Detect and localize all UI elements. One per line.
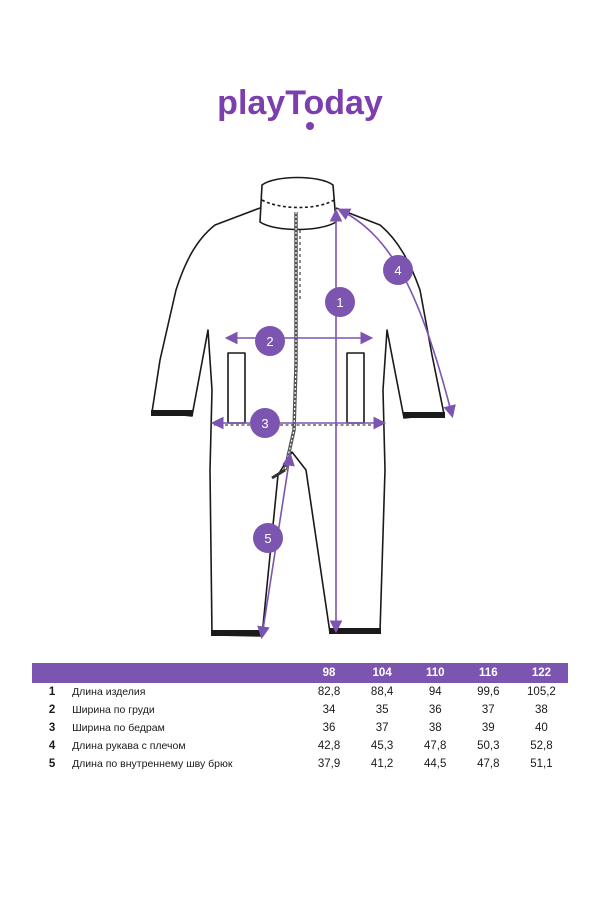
row-name: Ширина по бедрам <box>72 722 165 734</box>
row-value: 45,3 <box>370 740 394 752</box>
row-value: 37 <box>481 704 495 716</box>
header-size: 98 <box>302 663 356 683</box>
brand-logo: playToday <box>0 78 600 138</box>
header-size: 104 <box>355 663 409 683</box>
row-value: 88,4 <box>370 686 394 698</box>
row-number: 2 <box>48 704 56 716</box>
pocket-left <box>227 352 246 424</box>
brand-logo-dot <box>306 122 314 130</box>
jumpsuit-outline <box>151 176 445 637</box>
pocket-right <box>346 352 365 424</box>
table-row: 5 Длина по внутреннему шву брюк 37,9 41,… <box>32 755 568 773</box>
row-name: Длина изделия <box>72 686 146 698</box>
row-value: 99,6 <box>477 686 500 698</box>
marker-2: 2 <box>255 326 285 356</box>
measure-line-4 <box>337 208 456 419</box>
cuff-leg-left <box>211 630 263 636</box>
marker-3: 3 <box>250 408 280 438</box>
brand-logo-text: playToday <box>217 84 383 122</box>
table-row: 4 Длина рукава с плечом 42,8 45,3 47,8 5… <box>32 737 568 755</box>
row-value: 94 <box>428 686 442 698</box>
marker-4-label: 4 <box>394 263 401 278</box>
collar <box>259 176 337 231</box>
row-value: 38 <box>428 722 442 734</box>
row-number: 1 <box>48 686 56 698</box>
row-value: 42,8 <box>317 740 341 752</box>
cuff-sleeve-right <box>403 412 445 418</box>
zipper-teeth <box>284 212 297 471</box>
marker-1: 1 <box>325 287 355 317</box>
row-value: 40 <box>535 722 548 734</box>
row-number: 4 <box>48 740 56 752</box>
row-value: 37 <box>375 722 389 734</box>
row-value: 50,3 <box>477 740 500 752</box>
header-size: 110 <box>408 663 462 683</box>
table-row: 2 Ширина по груди 34 35 36 37 38 <box>32 701 568 719</box>
row-value: 37,9 <box>317 758 341 770</box>
row-value: 39 <box>481 722 495 734</box>
row-value: 34 <box>322 704 336 716</box>
row-value: 82,8 <box>317 686 341 698</box>
marker-2-label: 2 <box>266 334 273 349</box>
header-size: 122 <box>514 663 568 683</box>
marker-5-label: 5 <box>264 531 271 546</box>
jumpsuit-illustration: 1 2 3 4 5 <box>151 176 456 640</box>
row-value: 41,2 <box>370 758 394 770</box>
table-row: 3 Ширина по бедрам 36 37 38 39 40 <box>32 719 568 737</box>
collar-stitch <box>261 199 335 209</box>
row-value: 38 <box>535 704 548 716</box>
row-value: 36 <box>322 722 336 734</box>
marker-1-label: 1 <box>336 295 343 310</box>
measurement-lines <box>210 208 456 640</box>
row-name: Ширина по груди <box>72 704 155 716</box>
table-row: 1 Длина изделия 82,8 88,4 94 99,6 105,2 <box>32 683 568 701</box>
marker-4: 4 <box>383 255 413 285</box>
cuff-leg-right <box>329 628 381 634</box>
row-value: 44,5 <box>424 758 447 770</box>
size-table: 98 104 110 116 122 1 Длина изделия 82,8 … <box>32 663 568 773</box>
row-number: 5 <box>48 758 56 770</box>
marker-5: 5 <box>253 523 283 553</box>
header-size: 116 <box>461 663 515 683</box>
measurement-markers: 1 2 3 4 5 <box>250 255 413 553</box>
row-value: 52,8 <box>530 740 553 752</box>
row-name: Длина по внутреннему шву брюк <box>72 758 233 770</box>
row-number: 3 <box>48 722 56 734</box>
row-value: 51,1 <box>530 758 553 770</box>
cuffs <box>151 410 445 636</box>
row-value: 47,8 <box>477 758 500 770</box>
row-name: Длина рукава с плечом <box>72 740 186 752</box>
zipper <box>283 212 298 471</box>
row-value: 105,2 <box>527 686 556 698</box>
cuff-sleeve-left <box>151 410 193 416</box>
brand-logo-graphic: playToday <box>217 84 383 130</box>
row-value: 36 <box>428 704 442 716</box>
header-blank <box>72 663 303 683</box>
marker-3-label: 3 <box>261 416 268 431</box>
row-value: 35 <box>375 704 389 716</box>
row-value: 47,8 <box>424 740 447 752</box>
header-blank <box>32 663 73 683</box>
size-table-header: 98 104 110 116 122 <box>32 663 568 683</box>
